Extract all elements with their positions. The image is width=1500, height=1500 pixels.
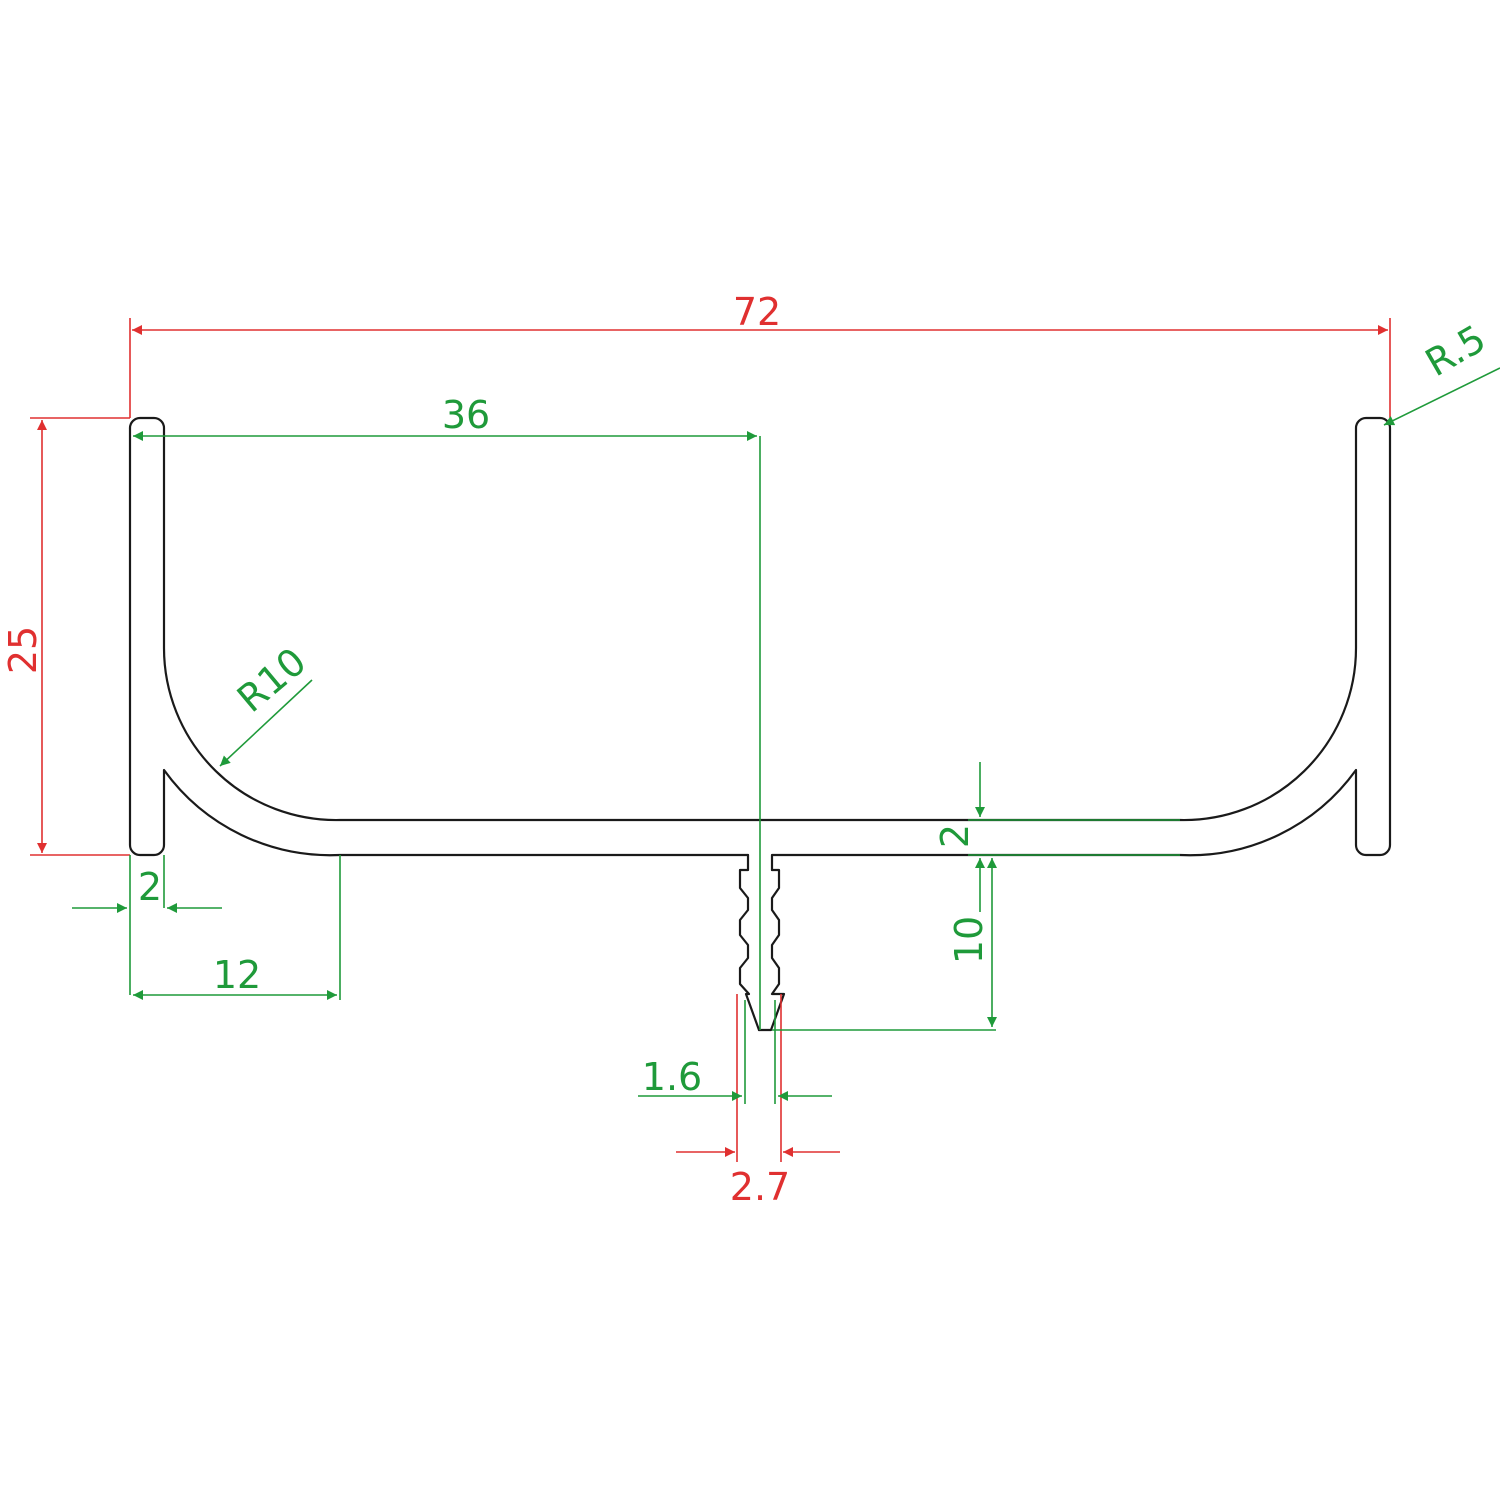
- dimension-base-thickness: 2: [933, 762, 1180, 912]
- base-left-outline: [128, 426, 750, 857]
- left-wall-outline: [128, 416, 1392, 872]
- stem-right-outline: [757, 868, 786, 1032]
- stem-height-label: 10: [947, 916, 991, 964]
- stem-left-outline: [738, 853, 761, 1032]
- overall-height-label: 25: [1, 626, 45, 674]
- dimension-stem-height: 10: [772, 858, 997, 1031]
- dimension-overall-height: 25: [1, 417, 130, 856]
- half-width-label: 36: [442, 393, 490, 437]
- dimension-wall-thickness: 2: [72, 855, 222, 995]
- stem-outer-width-label: 2.7: [730, 1165, 790, 1209]
- base-thickness-label: 2: [933, 824, 977, 848]
- dimension-inner-radius: R10: [219, 639, 315, 767]
- stem-inner-width-label: 1.6: [642, 1055, 702, 1099]
- overall-width-label: 72: [733, 290, 781, 334]
- dimension-overall-width: 72: [129, 290, 1391, 418]
- dimension-stem-outer-width: 2.7: [676, 994, 840, 1209]
- profile-outline: [128, 416, 1392, 1032]
- dimension-top-radius: R.5: [1383, 316, 1500, 426]
- dimension-half-width: 36: [133, 393, 761, 1030]
- dimension-stem-inner-width: 1.6: [638, 1000, 832, 1104]
- flange-length-label: 12: [213, 953, 261, 997]
- dimension-flange-length: 12: [133, 855, 341, 1000]
- wall-thickness-label: 2: [138, 865, 162, 909]
- top-radius-label: R.5: [1418, 316, 1493, 385]
- inner-radius-label: R10: [229, 639, 315, 721]
